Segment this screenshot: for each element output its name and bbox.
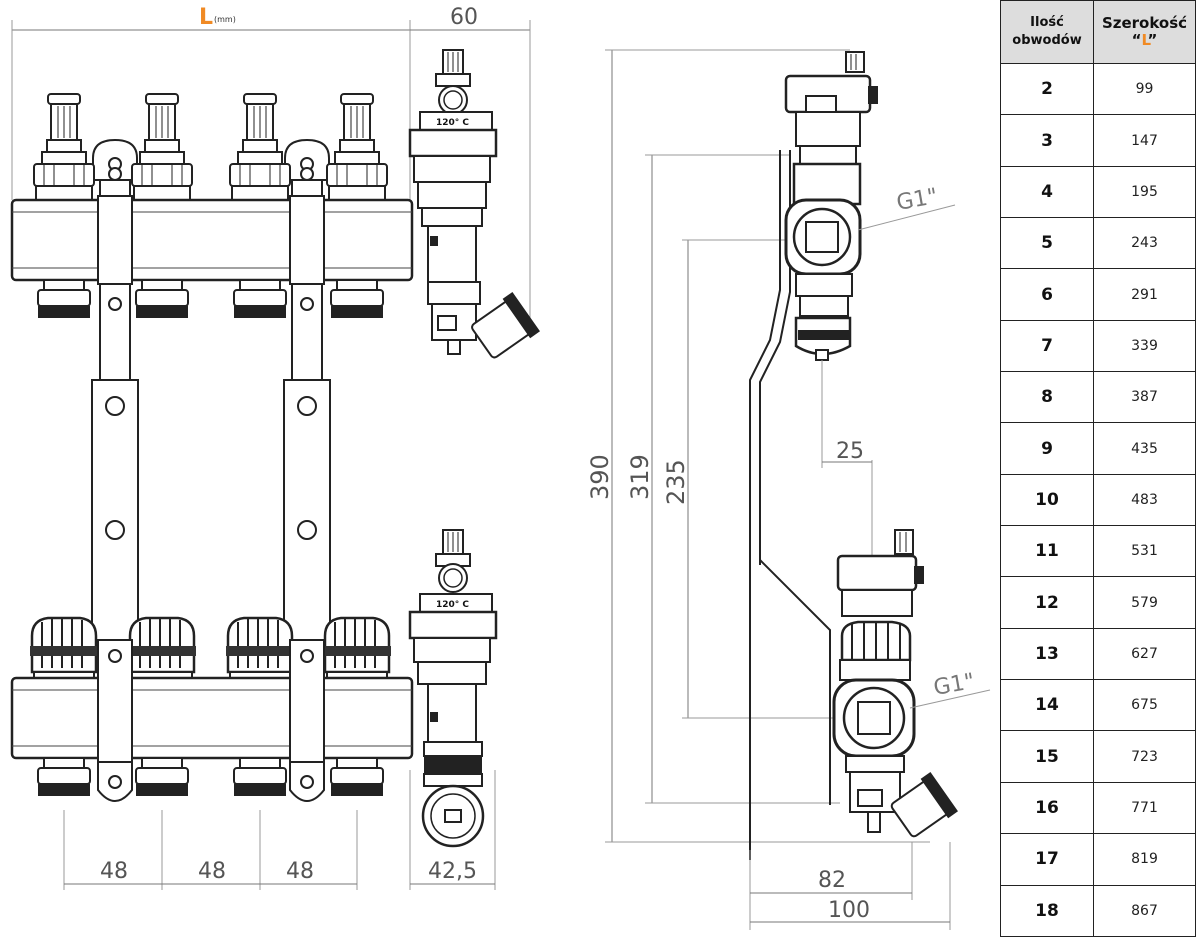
height-dimension-235: 235	[662, 459, 690, 505]
header-quote-close: ”	[1147, 31, 1158, 49]
circuit-count-cell: 14	[1000, 679, 1094, 732]
width-value-cell: 675	[1093, 679, 1196, 732]
width-value-cell: 339	[1093, 319, 1196, 373]
circuit-count-cell: 11	[1000, 525, 1094, 578]
width-value-cell: 147	[1093, 114, 1196, 167]
width-value-cell: 627	[1093, 627, 1196, 681]
offset-dimension-25: 25	[836, 439, 864, 464]
header-circuits-line1: Ilość	[1030, 15, 1064, 30]
spacing-dimension-1: 48	[100, 859, 128, 884]
header-L: L	[1141, 31, 1148, 49]
circuit-count-cell: 7	[1000, 319, 1094, 373]
supply-rail	[10, 93, 414, 319]
circuit-count-cell: 17	[1000, 833, 1094, 886]
circuit-count-cell: 8	[1000, 371, 1094, 424]
table-header-row: Ilość obwodów Szerokość “L”	[1000, 0, 1196, 64]
thread-label-bottom: G1"	[932, 669, 977, 701]
width-value-cell: 99	[1093, 62, 1196, 116]
bottom-end-fitting: 120° C	[408, 529, 498, 848]
circuit-count-cell: 12	[1000, 576, 1094, 629]
height-dimension-319: 319	[626, 454, 654, 500]
L-dimension-label: L	[199, 5, 213, 30]
circuit-count-cell: 9	[1000, 422, 1094, 475]
width-value-cell: 435	[1093, 422, 1196, 475]
width-value-cell: 579	[1093, 576, 1196, 629]
width-value-cell: 723	[1093, 730, 1196, 783]
spacing-dimension-2: 48	[198, 859, 226, 884]
height-dimension-390: 390	[586, 454, 614, 500]
depth-dimension-82: 82	[818, 868, 846, 893]
circuit-count-cell: 2	[1000, 62, 1094, 116]
dimension-42-5: 42,5	[428, 859, 477, 884]
width-value-cell: 387	[1093, 371, 1196, 424]
header-width-line1: Szerokość	[1101, 14, 1188, 32]
header-circuits-line2: obwodów	[1012, 33, 1082, 48]
circuit-count-cell: 10	[1000, 473, 1094, 527]
width-value-cell: 195	[1093, 165, 1196, 219]
width-value-cell: 483	[1093, 473, 1196, 527]
circuit-count-cell: 3	[1000, 114, 1094, 167]
circuit-count-cell: 18	[1000, 884, 1094, 937]
circuit-count-cell: 15	[1000, 730, 1094, 783]
side-top-assembly	[784, 51, 878, 361]
temperature-label-top: 120° C	[436, 118, 469, 128]
header-width: Szerokość “L”	[1093, 0, 1196, 64]
header-circuits: Ilość obwodów	[1000, 0, 1094, 64]
technical-drawing: L (mm) 60	[10, 5, 991, 930]
temperature-label-bottom: 120° C	[436, 600, 469, 610]
circuit-count-cell: 16	[1000, 781, 1094, 835]
front-view: L (mm) 60	[10, 5, 540, 890]
dimension-60: 60	[450, 5, 478, 30]
circuit-count-cell: 5	[1000, 217, 1094, 270]
circuit-count-cell: 13	[1000, 627, 1094, 681]
width-value-cell: 531	[1093, 525, 1196, 578]
side-bottom-assembly	[832, 529, 958, 838]
header-quote-open: “	[1131, 31, 1142, 49]
circuit-count-cell: 4	[1000, 165, 1094, 219]
width-value-cell: 819	[1093, 833, 1196, 886]
width-value-cell: 291	[1093, 268, 1196, 321]
L-unit-label: (mm)	[214, 15, 236, 24]
depth-dimension-100: 100	[828, 898, 870, 923]
width-value-cell: 867	[1093, 884, 1196, 937]
circuit-count-cell: 6	[1000, 268, 1094, 321]
width-value-cell: 243	[1093, 217, 1196, 270]
width-value-cell: 771	[1093, 781, 1196, 835]
top-end-fitting: 120° C	[408, 49, 540, 359]
return-rail	[10, 616, 414, 802]
spacing-dimension-3: 48	[286, 859, 314, 884]
side-view: 390 319 235	[586, 49, 991, 930]
